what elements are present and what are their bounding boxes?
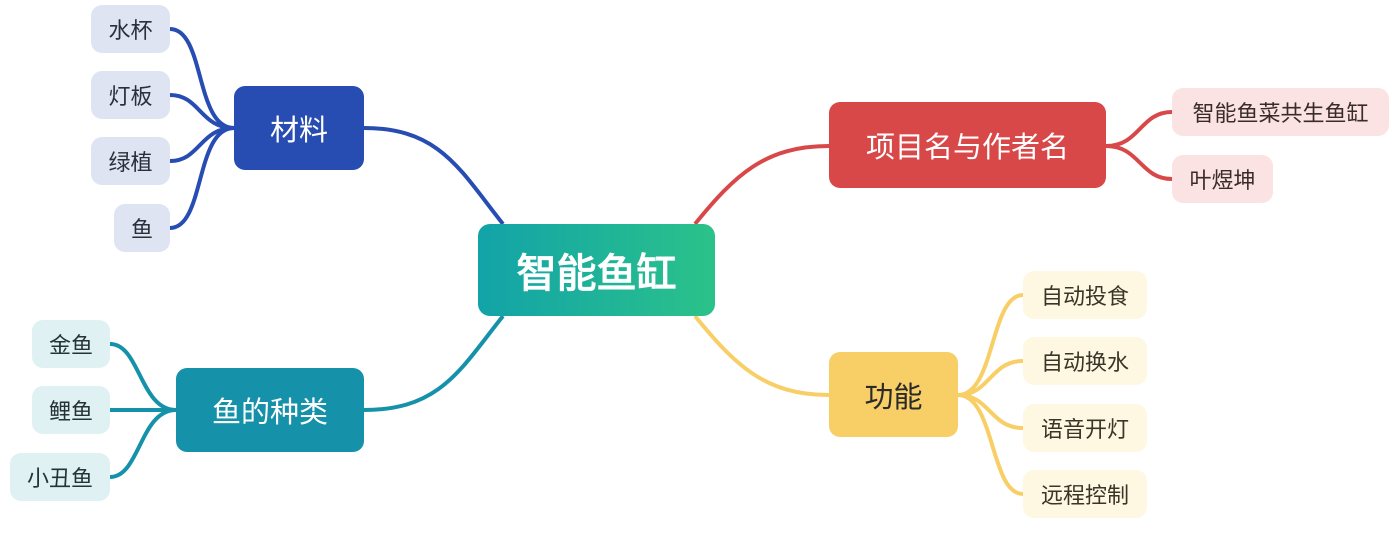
link-materials-leaf-1 <box>169 27 235 130</box>
link-root-functions <box>693 314 830 397</box>
branch-functions[interactable]: 功能 <box>829 352 958 437</box>
link-project-leaf-1 <box>1105 110 1173 148</box>
branch-fish-types[interactable]: 鱼的种类 <box>176 368 364 452</box>
materials-item-plants[interactable]: 绿植 <box>91 137 170 185</box>
branch-project-author[interactable]: 项目名与作者名 <box>829 102 1106 188</box>
fish-type-clownfish[interactable]: 小丑鱼 <box>10 453 110 501</box>
link-root-project <box>693 144 830 226</box>
root-node[interactable]: 智能鱼缸 <box>478 224 715 316</box>
function-remote-control[interactable]: 远程控制 <box>1023 470 1147 518</box>
link-functions-leaf-1 <box>957 293 1024 397</box>
materials-item-light-board[interactable]: 灯板 <box>91 71 170 119</box>
link-root-fish-types <box>363 314 505 412</box>
link-root-materials <box>363 126 505 226</box>
project-name[interactable]: 智能鱼菜共生鱼缸 <box>1172 88 1389 136</box>
author-name[interactable]: 叶煜坤 <box>1172 155 1273 203</box>
function-auto-water-change[interactable]: 自动换水 <box>1023 337 1147 385</box>
materials-item-cup[interactable]: 水杯 <box>91 5 170 53</box>
fish-type-carp[interactable]: 鲤鱼 <box>32 386 110 434</box>
function-auto-feed[interactable]: 自动投食 <box>1023 271 1147 319</box>
link-materials-leaf-3 <box>169 126 235 163</box>
link-materials-leaf-4 <box>169 126 235 230</box>
branch-materials[interactable]: 材料 <box>234 86 364 170</box>
function-voice-light[interactable]: 语音开灯 <box>1023 404 1147 452</box>
link-fish-leaf-3 <box>109 408 177 479</box>
link-project-leaf-2 <box>1105 144 1173 181</box>
link-functions-leaf-4 <box>957 393 1024 496</box>
fish-type-goldfish[interactable]: 金鱼 <box>32 320 110 368</box>
link-fish-leaf-1 <box>109 342 177 412</box>
link-materials-leaf-2 <box>169 93 235 130</box>
materials-item-fish[interactable]: 鱼 <box>114 204 170 252</box>
